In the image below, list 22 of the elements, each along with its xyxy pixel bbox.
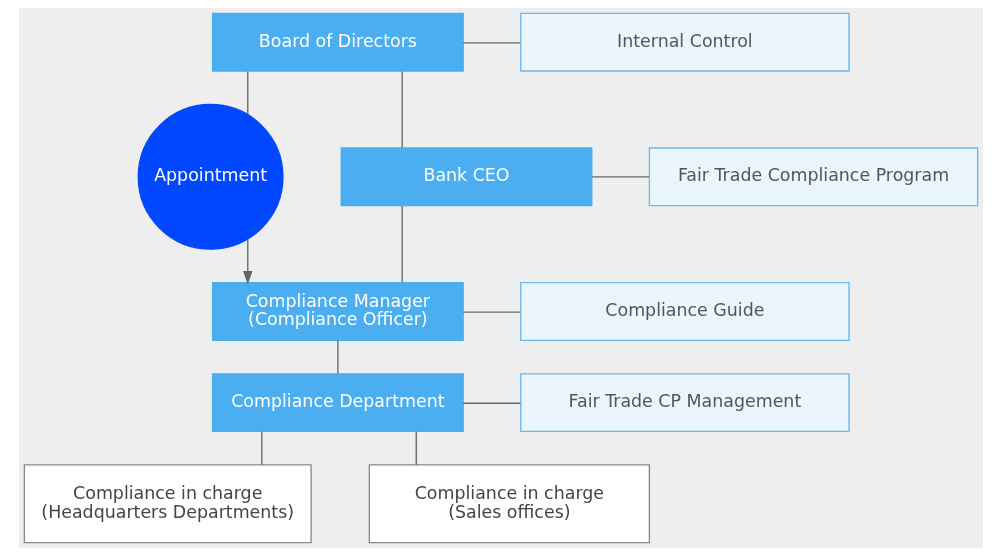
connector (415, 431, 417, 466)
node-box: Bank CEO (340, 147, 593, 207)
connector (261, 431, 263, 466)
node-box: Compliance Department (211, 373, 464, 433)
connector (591, 176, 650, 178)
node-box: Board of Directors (211, 12, 464, 72)
node-box: Compliance Guide (520, 282, 850, 341)
node-box: Fair Trade Compliance Program (648, 147, 979, 207)
node-box: Compliance in charge (Sales offices) (368, 464, 651, 544)
arrow (243, 238, 253, 285)
connector (462, 402, 522, 404)
node-circle: Appointment (137, 103, 284, 250)
node-box: Compliance in charge (Headquarters Departments) (23, 464, 312, 544)
node-box: Fair Trade CP Management (520, 373, 850, 433)
connector (462, 311, 522, 313)
connector (247, 70, 249, 116)
connector (401, 205, 403, 283)
node-box: Compliance Manager (Compliance Officer) (211, 282, 464, 341)
connector (462, 42, 522, 44)
connector (401, 70, 403, 149)
connector (337, 339, 339, 375)
node-box: Internal Control (520, 12, 850, 72)
